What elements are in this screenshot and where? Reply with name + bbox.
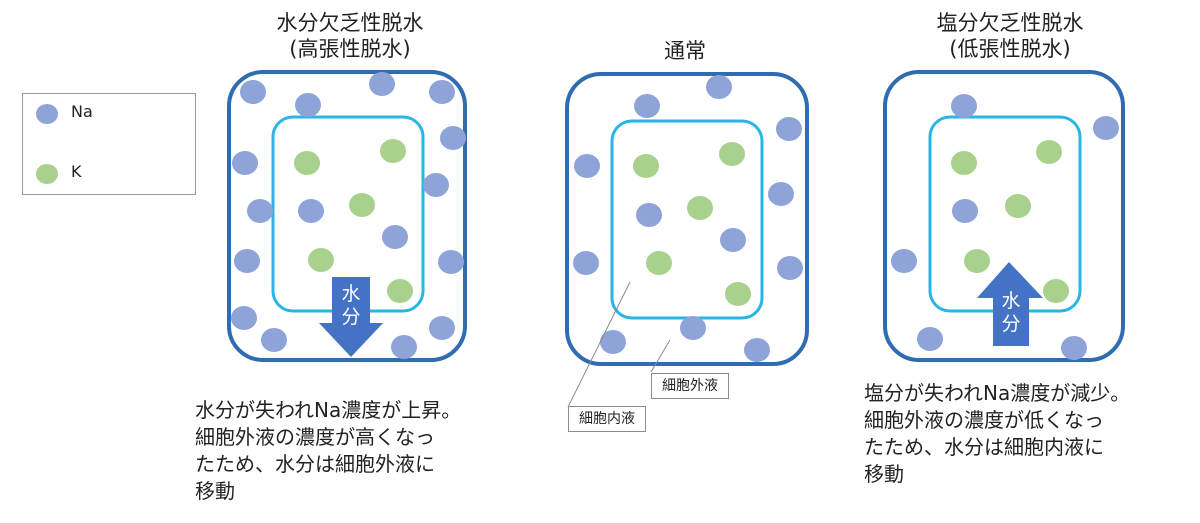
na-particle: [600, 330, 626, 354]
na-particle: [952, 199, 978, 223]
middle-k-particles: [633, 142, 751, 306]
k-legend-dot: [36, 164, 58, 184]
k-particle: [646, 251, 672, 275]
na-particle: [573, 251, 599, 275]
na-particle: [706, 75, 732, 99]
left-note-line: 水分が失われNa濃度が上昇。: [195, 398, 462, 422]
right-k-particles: [951, 140, 1069, 303]
left-k-particles: [294, 139, 413, 303]
na-legend-dot: [36, 104, 58, 124]
k-particle: [1036, 140, 1062, 164]
na-legend-label: Na: [71, 102, 93, 121]
na-particle: [369, 72, 395, 96]
legend-box: Na K: [22, 93, 196, 195]
right-arrow-text: 水 分: [1001, 290, 1021, 335]
left-arrow-label: 水 分: [338, 283, 364, 329]
right-note-line: 細胞外液の濃度が低くなっ: [864, 408, 1104, 432]
k-particle: [719, 142, 745, 166]
na-particle: [438, 250, 464, 274]
k-particle: [951, 151, 977, 175]
k-legend-label: K: [71, 162, 82, 181]
left-note-line: 細胞外液の濃度が高くなっ: [195, 425, 435, 449]
intracellular-label: 細胞内液: [568, 406, 646, 432]
middle-panel-title: 通常: [664, 39, 706, 63]
left-note-line: 移動: [195, 479, 235, 503]
na-particle: [891, 249, 917, 273]
na-particle: [382, 225, 408, 249]
extracellular-label: 細胞外液: [651, 373, 729, 399]
na-particle: [429, 316, 455, 340]
k-particle: [1043, 279, 1069, 303]
left-note-line: たため、水分は細胞外液に: [195, 452, 435, 476]
na-particle: [234, 249, 260, 273]
extracellular-pointer-line: [650, 339, 671, 373]
na-particle: [951, 94, 977, 118]
right-title-line1: 塩分欠乏性脱水: [936, 11, 1084, 35]
na-particle: [1061, 336, 1087, 360]
right-na-particles: [891, 94, 1119, 360]
right-note-line: 塩分が失われNa濃度が減少。: [864, 381, 1131, 405]
right-note-line: たため、水分は細胞内液に: [864, 435, 1104, 459]
right-arrow-label: 水 分: [998, 290, 1024, 336]
k-particle: [294, 151, 320, 175]
intracellular-pointer-line: [567, 281, 631, 408]
k-particle: [725, 282, 751, 306]
k-particle: [687, 196, 713, 220]
right-extracellular-box: [883, 70, 1125, 362]
na-particle: [247, 199, 273, 223]
na-particle: [261, 328, 287, 352]
k-particle: [349, 193, 375, 217]
na-particle: [636, 203, 662, 227]
na-particle: [917, 327, 943, 351]
na-particle: [776, 117, 802, 141]
right-explanation: 塩分が失われNa濃度が減少。 細胞外液の濃度が低くなっ たため、水分は細胞内液に…: [864, 380, 1194, 488]
na-particle: [574, 154, 600, 178]
na-particle: [391, 335, 417, 359]
na-particle: [440, 126, 466, 150]
k-particle: [1005, 194, 1031, 218]
na-particle: [232, 151, 258, 175]
na-particle: [298, 199, 324, 223]
middle-na-particles: [573, 75, 803, 362]
na-particle: [429, 80, 455, 104]
na-particle: [231, 306, 257, 330]
na-particle: [744, 338, 770, 362]
right-note-line: 移動: [864, 462, 904, 486]
middle-extracellular-box: [565, 72, 809, 366]
left-arrow-text: 水 分: [341, 283, 361, 328]
na-particle: [777, 256, 803, 280]
left-na-outer-particles: [231, 72, 466, 359]
na-particle: [634, 94, 660, 118]
right-panel-title: 塩分欠乏性脱水 (低張性脱水): [890, 10, 1130, 62]
na-particle: [240, 80, 266, 104]
k-particle: [380, 139, 406, 163]
k-particle: [308, 248, 334, 272]
na-particle: [768, 182, 794, 206]
left-panel-title: 水分欠乏性脱水 (高張性脱水): [230, 10, 470, 62]
na-particle: [423, 173, 449, 197]
left-title-line2: (高張性脱水): [289, 37, 411, 61]
na-particle: [720, 228, 746, 252]
k-particle: [633, 154, 659, 178]
left-water-arrow-down: [319, 277, 383, 357]
na-particle: [295, 93, 321, 117]
right-title-line2: (低張性脱水): [949, 37, 1071, 61]
k-particle: [387, 279, 413, 303]
left-extracellular-box: [227, 70, 467, 362]
k-particle: [964, 249, 990, 273]
left-explanation: 水分が失われNa濃度が上昇。 細胞外液の濃度が高くなっ たため、水分は細胞外液に…: [195, 397, 525, 505]
right-water-arrow-up: [977, 262, 1043, 346]
left-title-line1: 水分欠乏性脱水: [276, 11, 424, 35]
na-particle: [680, 316, 706, 340]
na-particle: [1093, 116, 1119, 140]
